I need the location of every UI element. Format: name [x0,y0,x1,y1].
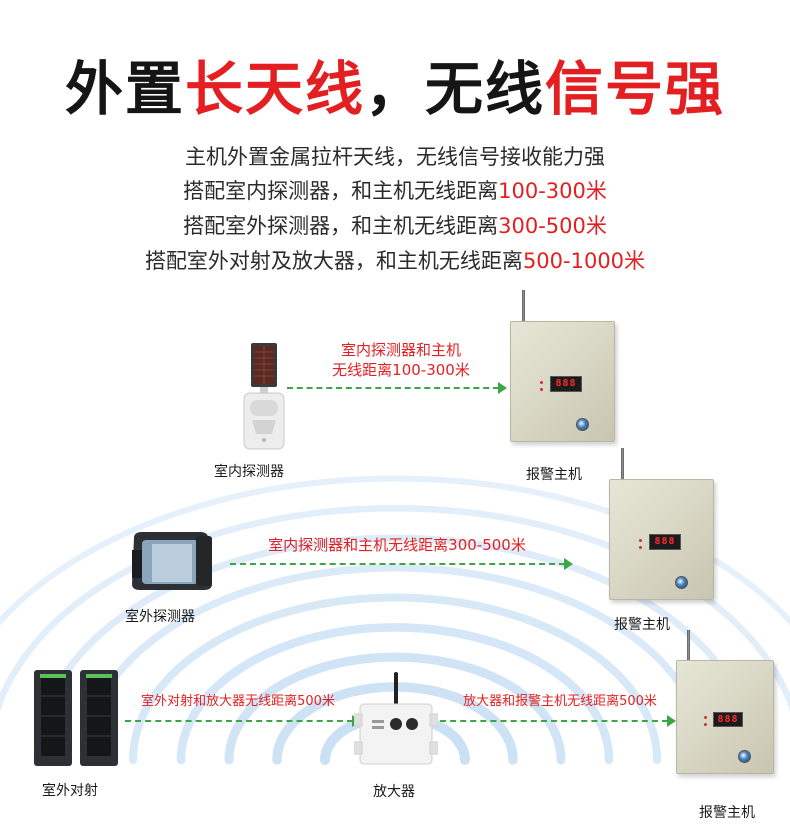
beam-link-label: 室外对射和放大器无线距离500米 [141,694,335,709]
headline-part1: 外置 [64,55,185,123]
amplifier-label: 放大器 [373,784,415,800]
alarm-host-3-label: 报警主机 [699,805,755,821]
amp-link-label: 放大器和报警主机无线距离500米 [463,694,657,709]
signal-wave-arc [224,652,566,765]
headline: 外置长天线，无线信号强 [0,42,790,126]
host-button [738,750,751,763]
host-display: 888 [649,534,681,550]
headline-part2: 长天线 [184,55,365,123]
signal-wave-arc [81,564,709,764]
indoor-link-label: 室内探测器和主机 无线距离100-300米 [332,341,470,379]
beam-link-arrow [125,715,361,727]
alarm-host-1: 888 [510,290,615,442]
indoor-detector-label: 室内探测器 [214,464,284,480]
host-display: 888 [713,712,743,727]
indoor-link-arrow [287,382,507,394]
outdoor-link-arrow [230,558,573,570]
desc-line3: 搭配室外探测器，和主机无线距离300-500米 [183,214,607,238]
desc-line1: 主机外置金属拉杆天线，无线信号接收能力强 [185,145,605,169]
amplifier-image [354,672,438,765]
indoor-detector-image [243,343,285,450]
host-button [576,418,589,431]
headline-part4: 信号强 [545,55,726,123]
alarm-host-2: 888 [609,448,714,600]
alarm-host-1-label: 报警主机 [526,467,582,483]
alarm-host-2-label: 报警主机 [614,617,670,633]
host-button [675,576,688,589]
outdoor-detector-image [132,532,212,590]
host-display: 888 [550,376,582,392]
alarm-host-3: 888 [676,630,774,774]
signal-wave-arc [0,475,790,626]
amp-link-arrow [440,715,676,727]
signal-wave-arc [176,623,614,765]
signal-wave-arc [33,534,757,764]
outdoor-detector-label: 室外探测器 [125,609,195,625]
headline-part3: ，无线 [365,55,546,123]
beam-detector-image [34,670,118,766]
outdoor-link-label: 室内探测器和主机无线距离300-500米 [268,536,526,554]
beam-detector-label: 室外对射 [42,783,98,799]
signal-wave-arc [0,505,790,712]
desc-line4: 搭配室外对射及放大器，和主机无线距离500-1000米 [144,249,646,273]
signal-wave-arc [129,593,661,764]
desc-line2: 搭配室内探测器，和主机无线距离100-300米 [183,179,607,203]
